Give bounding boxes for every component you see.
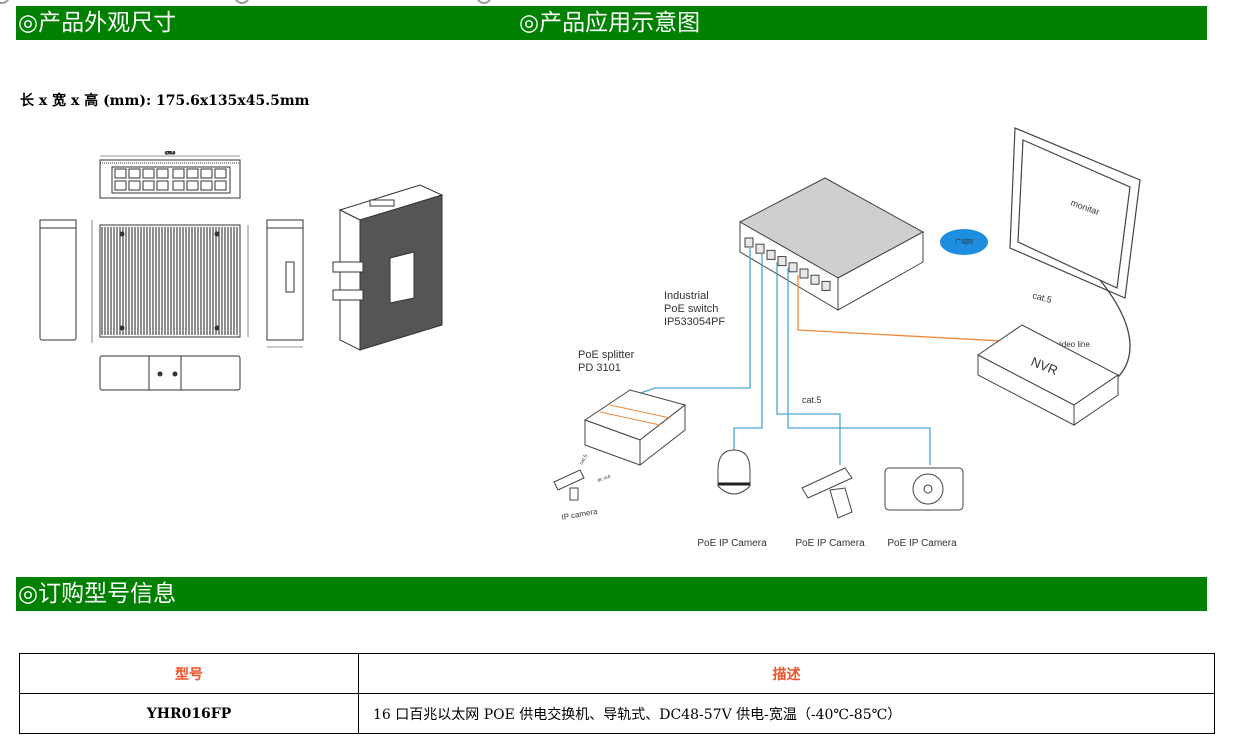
rj45-port-icon	[200, 168, 213, 179]
section-header-bar: ◎订购型号信息	[16, 577, 1207, 611]
ip-camera-icon	[553, 469, 585, 501]
dimension-drawing: 175.6	[39, 150, 444, 391]
cat5-label-nvr: cat.5	[1031, 290, 1052, 305]
rj45-port-icon	[128, 180, 141, 191]
cable-to-splitter	[634, 248, 751, 396]
poe-splitter-device	[583, 389, 687, 467]
header-model: 型号	[19, 653, 359, 694]
rj45-port-icon	[214, 168, 227, 179]
cable-to-camera	[787, 268, 931, 465]
cropped-circle-decoration	[0, 0, 10, 4]
rj45-port-icon	[142, 168, 155, 179]
ip-camera-label: IP camera	[561, 507, 599, 522]
splitter-dc-out-label: dc out	[597, 473, 612, 484]
front-view-ports	[99, 155, 241, 199]
cat5-label-cameras: cat.5	[802, 395, 822, 405]
application-diagram: 广域网 monitar cat.5 video line NVR Industr…	[553, 127, 1141, 549]
cloud-label: 广域网	[955, 238, 973, 246]
header-description: 描述	[358, 653, 1215, 694]
rj45-port-icon	[114, 180, 127, 191]
cable-to-bullet-camera	[776, 262, 841, 465]
monitor-label: monitar	[1069, 197, 1101, 217]
section-title-application: ◎产品应用示意图	[519, 10, 701, 36]
left-side-view	[39, 219, 77, 341]
ordering-table: 型号 描述 YHR016FP 16 口百兆以太网 POE 供电交换机、导轨式、D…	[19, 653, 1215, 734]
rj45-port-icon	[172, 180, 185, 191]
rj45-port-icon	[214, 180, 227, 191]
bullet-camera-icon	[801, 467, 853, 519]
switch-port-icon	[766, 249, 776, 260]
switch-port-icon	[755, 243, 765, 254]
dimensions-text: 长 x 宽 x 高 (mm): 175.6x135x45.5mm	[20, 93, 310, 109]
switch-port-icon	[777, 256, 787, 267]
splitter-label: PoE splitter PD 3101	[578, 349, 637, 374]
table-header-row: 型号 描述	[19, 653, 1215, 694]
poe-camera-label: PoE IP Camera	[795, 538, 865, 549]
rj45-port-icon	[114, 168, 127, 179]
switch-label: Industrial PoE switch IP533054PF	[664, 290, 725, 328]
switch-port-icon	[821, 280, 831, 291]
rj45-port-icon	[142, 180, 155, 191]
cloud-icon: 广域网	[940, 229, 988, 255]
switch-port-icon	[799, 268, 809, 279]
rj45-port-icon	[128, 168, 141, 179]
cell-model: YHR016FP	[19, 693, 359, 734]
splitter-cat5-label: cat.5	[579, 453, 590, 466]
table-row: YHR016FP 16 口百兆以太网 POE 供电交换机、导轨式、DC48-57…	[19, 693, 1215, 734]
section-header-bar: ◎产品外观尺寸 ◎产品应用示意图	[16, 6, 1207, 40]
nvr-device: NVR	[977, 324, 1119, 426]
rj45-port-icon	[186, 168, 199, 179]
isometric-view	[332, 184, 444, 351]
section-title-ordering: ◎订购型号信息	[18, 581, 177, 607]
section-title-dimensions: ◎产品外观尺寸	[18, 10, 177, 36]
rj45-port-icon	[156, 168, 169, 179]
cable-to-nvr	[797, 275, 1021, 343]
poe-camera-label: PoE IP Camera	[887, 538, 957, 549]
cell-description: 16 口百兆以太网 POE 供电交换机、导轨式、DC48-57V 供电-宽温（-…	[358, 693, 1215, 734]
switch-port-icon	[810, 274, 820, 285]
cropped-circle-decoration	[234, 0, 250, 4]
cable-to-dome-camera	[733, 254, 763, 450]
rj45-port-icon	[172, 168, 185, 179]
rj45-port-icon	[200, 180, 213, 191]
rj45-port-icon	[186, 180, 199, 191]
rj45-port-icon	[156, 180, 169, 191]
dim-label-width: 175.6	[165, 150, 176, 155]
poe-switch-device	[738, 177, 925, 311]
cropped-circle-decoration	[476, 0, 492, 4]
right-side-view	[266, 219, 304, 341]
monitor-device: monitar	[1009, 127, 1141, 299]
dome-camera-icon	[717, 449, 751, 495]
switch-port-icon	[744, 237, 754, 248]
switch-port-icon	[788, 262, 798, 273]
video-line-label: video line	[1056, 340, 1090, 349]
poe-camera-label: PoE IP Camera	[697, 538, 767, 549]
dslr-camera-icon	[884, 467, 964, 511]
